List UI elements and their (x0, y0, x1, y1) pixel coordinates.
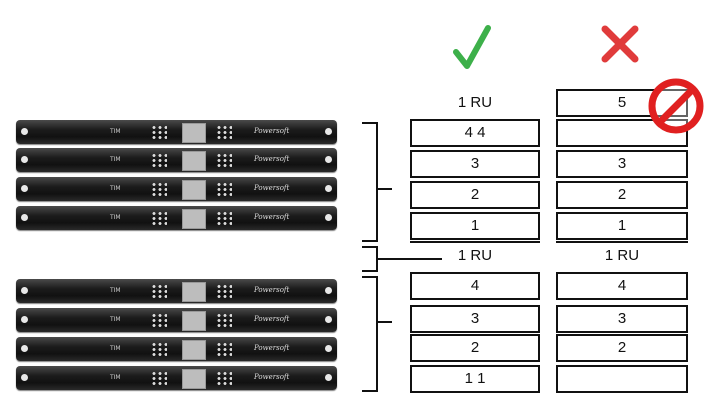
amplifier-unit: TIM Powersoft (16, 120, 337, 144)
invalid-rack-slot: 2 (556, 181, 688, 209)
amplifier-unit: TIM Powersoft (16, 279, 337, 303)
checkmark-icon (453, 25, 491, 69)
keypad-left (151, 125, 167, 139)
lcd-display (182, 180, 206, 200)
rack-ear-screw (21, 185, 28, 192)
rack-ear-screw (21, 128, 28, 135)
keypad-left (151, 342, 167, 356)
rack-ear-screw (325, 345, 332, 352)
keypad-right (216, 125, 232, 139)
keypad-right (216, 182, 232, 196)
lcd-display (182, 151, 206, 171)
rack-ear-screw (325, 316, 332, 323)
valid-rack-slot: 3 (410, 305, 540, 333)
keypad-left (151, 153, 167, 167)
invalid-rack-slot: 2 (556, 334, 688, 362)
keypad-right (216, 211, 232, 225)
device-logo: Powersoft (254, 184, 290, 192)
no-entry-icon (648, 78, 704, 134)
device-badge: TIM (110, 316, 121, 323)
lcd-display (182, 209, 206, 229)
rack-ear-screw (325, 156, 332, 163)
amplifier-unit: TIM Powersoft (16, 366, 337, 390)
lcd-display (182, 123, 206, 143)
rack-ear-screw (21, 214, 28, 221)
top-group-bracket-tick (376, 188, 392, 190)
rack-ear-screw (325, 185, 332, 192)
device-logo: Powersoft (254, 373, 290, 381)
amplifier-unit: TIM Powersoft (16, 177, 337, 201)
rack-ear-screw (21, 374, 28, 381)
device-logo: Powersoft (254, 286, 290, 294)
lcd-display (182, 311, 206, 331)
keypad-left (151, 284, 167, 298)
device-badge: TIM (110, 214, 121, 221)
amplifier-unit: TIM Powersoft (16, 206, 337, 230)
valid-rack-slot: 4 4 (410, 119, 540, 147)
keypad-left (151, 371, 167, 385)
device-logo: Powersoft (254, 155, 290, 163)
top-group-bracket (362, 122, 378, 242)
bottom-group-bracket-tick (376, 321, 392, 323)
device-badge: TIM (110, 128, 121, 135)
keypad-right (216, 153, 232, 167)
device-badge: TIM (110, 345, 121, 352)
invalid-rack-slot (556, 365, 688, 393)
spacer-bracket-tick (376, 258, 442, 260)
keypad-right (216, 284, 232, 298)
keypad-right (216, 313, 232, 327)
lcd-display (182, 369, 206, 389)
amplifier-unit: TIM Powersoft (16, 337, 337, 361)
keypad-left (151, 211, 167, 225)
valid-rack-slot: 1 1 (410, 365, 540, 393)
invalid-middle-spacer-label: 1 RU (604, 247, 640, 264)
device-badge: TIM (110, 185, 121, 192)
amplifier-unit: TIM Powersoft (16, 308, 337, 332)
valid-rack-slot: 2 (410, 181, 540, 209)
rack-ear-screw (21, 345, 28, 352)
device-badge: TIM (110, 287, 121, 294)
keypad-right (216, 342, 232, 356)
invalid-rack-slot (556, 119, 688, 147)
invalid-rack-slot: 3 (556, 305, 688, 333)
valid-rack-slot: 4 (410, 272, 540, 300)
valid-rack-slot: 2 (410, 334, 540, 362)
rack-ear-screw (325, 287, 332, 294)
device-logo: Powersoft (254, 315, 290, 323)
amplifier-unit: TIM Powersoft (16, 148, 337, 172)
invalid-spacer-line (556, 241, 688, 243)
valid-rack-slot: 3 (410, 150, 540, 178)
lcd-display (182, 340, 206, 360)
valid-spacer-line (410, 241, 540, 243)
x-mark-icon (601, 25, 639, 63)
valid-middle-spacer-label: 1 RU (457, 247, 493, 264)
bottom-group-bracket (362, 276, 378, 392)
valid-rack-slot: 1 (410, 212, 540, 240)
device-logo: Powersoft (254, 127, 290, 135)
keypad-left (151, 182, 167, 196)
rack-ear-screw (21, 287, 28, 294)
valid-top-spacer-label: 1 RU (457, 94, 493, 111)
device-badge: TIM (110, 374, 121, 381)
device-logo: Powersoft (254, 213, 290, 221)
invalid-rack-slot: 1 (556, 212, 688, 240)
device-logo: Powersoft (254, 344, 290, 352)
device-badge: TIM (110, 156, 121, 163)
keypad-left (151, 313, 167, 327)
rack-ear-screw (325, 128, 332, 135)
rack-ear-screw (21, 156, 28, 163)
lcd-display (182, 282, 206, 302)
rack-ear-screw (21, 316, 28, 323)
rack-ear-screw (325, 374, 332, 381)
rack-ear-screw (325, 214, 332, 221)
keypad-right (216, 371, 232, 385)
invalid-rack-slot: 4 (556, 272, 688, 300)
invalid-rack-slot: 3 (556, 150, 688, 178)
